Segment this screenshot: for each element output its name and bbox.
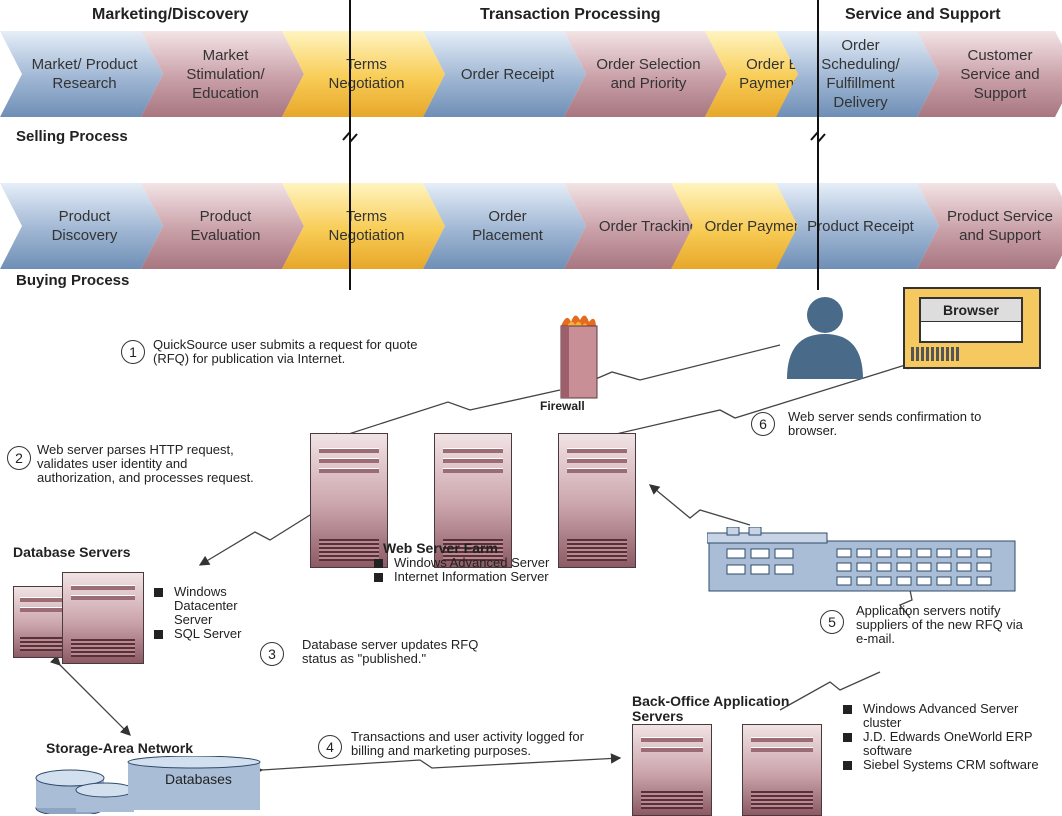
selling-process-label: Selling Process <box>16 128 128 145</box>
backoffice-server-icon <box>742 724 822 816</box>
step-number: 5 <box>820 610 844 634</box>
step-number: 1 <box>121 340 145 364</box>
step-number: 3 <box>260 642 284 666</box>
user-icon <box>787 297 863 379</box>
selling-step-3: Terms Negotiation <box>282 31 445 117</box>
selling-step-1: Market/ Product Research <box>0 31 163 117</box>
step-2-note: Web server parses HTTP request, validate… <box>37 442 254 485</box>
step-3-note: Database server updates RFQ status as "p… <box>302 637 479 666</box>
header-service-support: Service and Support <box>845 6 1001 23</box>
step-5-note: Application servers notify suppliers of … <box>856 603 1023 646</box>
web-server-icon <box>558 433 636 568</box>
web-server-icon <box>310 433 388 568</box>
selling-process-band: Market/ Product Research Market Stimulat… <box>0 31 1062 117</box>
backoffice-server-icon <box>632 724 712 816</box>
buying-step-3: Terms Negotiation <box>282 183 445 269</box>
backoffice-servers-list: Windows Advanced Server cluster J.D. Edw… <box>843 702 1043 772</box>
buying-step-1: Product Discovery <box>0 183 163 269</box>
database-servers-label: Database Servers <box>13 544 131 560</box>
step-4-note: Transactions and user activity logged fo… <box>351 729 584 758</box>
step-number: 4 <box>318 735 342 759</box>
web-server-icon <box>434 433 512 568</box>
databases-label: Databases <box>165 771 232 787</box>
databases-cylinders <box>35 756 261 814</box>
database-server-icon <box>62 572 144 664</box>
buying-step-8: Product Service and Support <box>917 183 1062 269</box>
buying-process-band: Product Discovery Product Evaluation Ter… <box>0 183 1062 269</box>
browser-label: Browser <box>921 299 1021 322</box>
buying-process-label: Buying Process <box>16 272 130 289</box>
selling-step-4: Order Receipt <box>423 31 586 117</box>
web-server-farm-label: Web Server Farm <box>383 540 498 556</box>
step-number: 6 <box>751 412 775 436</box>
buying-step-7: Product Receipt <box>776 183 939 269</box>
storage-area-network-label: Storage-Area Network <box>46 740 194 756</box>
web-server-farm-list: Windows Advanced Server Internet Informa… <box>374 556 574 584</box>
browser-monitor: Browser <box>903 287 1041 369</box>
firewall-icon <box>560 315 598 399</box>
step-number: 2 <box>7 446 31 470</box>
backoffice-servers-label: Back-Office Application Servers <box>632 693 790 724</box>
selling-step-2: Market Stimulation/ Education <box>141 31 304 117</box>
step-6-note: Web server sends confirmation to browser… <box>788 409 982 438</box>
database-servers-list: Windows Datacenter Server SQL Server <box>154 585 274 641</box>
firewall-label: Firewall <box>540 399 585 413</box>
header-transaction-processing: Transaction Processing <box>480 6 661 23</box>
buying-step-2: Product Evaluation <box>141 183 304 269</box>
supplier-building-icon <box>707 527 1016 592</box>
header-marketing-discovery: Marketing/Discovery <box>92 6 249 23</box>
step-1-note: QuickSource user submits a request for q… <box>153 337 418 366</box>
selling-step-7: Order Scheduling/ Fulfillment Delivery <box>776 31 939 117</box>
buying-step-4: Order Placement <box>423 183 586 269</box>
selling-step-8: Customer Service and Support <box>917 31 1062 117</box>
selling-step-5: Order Selection and Priority <box>564 31 727 117</box>
